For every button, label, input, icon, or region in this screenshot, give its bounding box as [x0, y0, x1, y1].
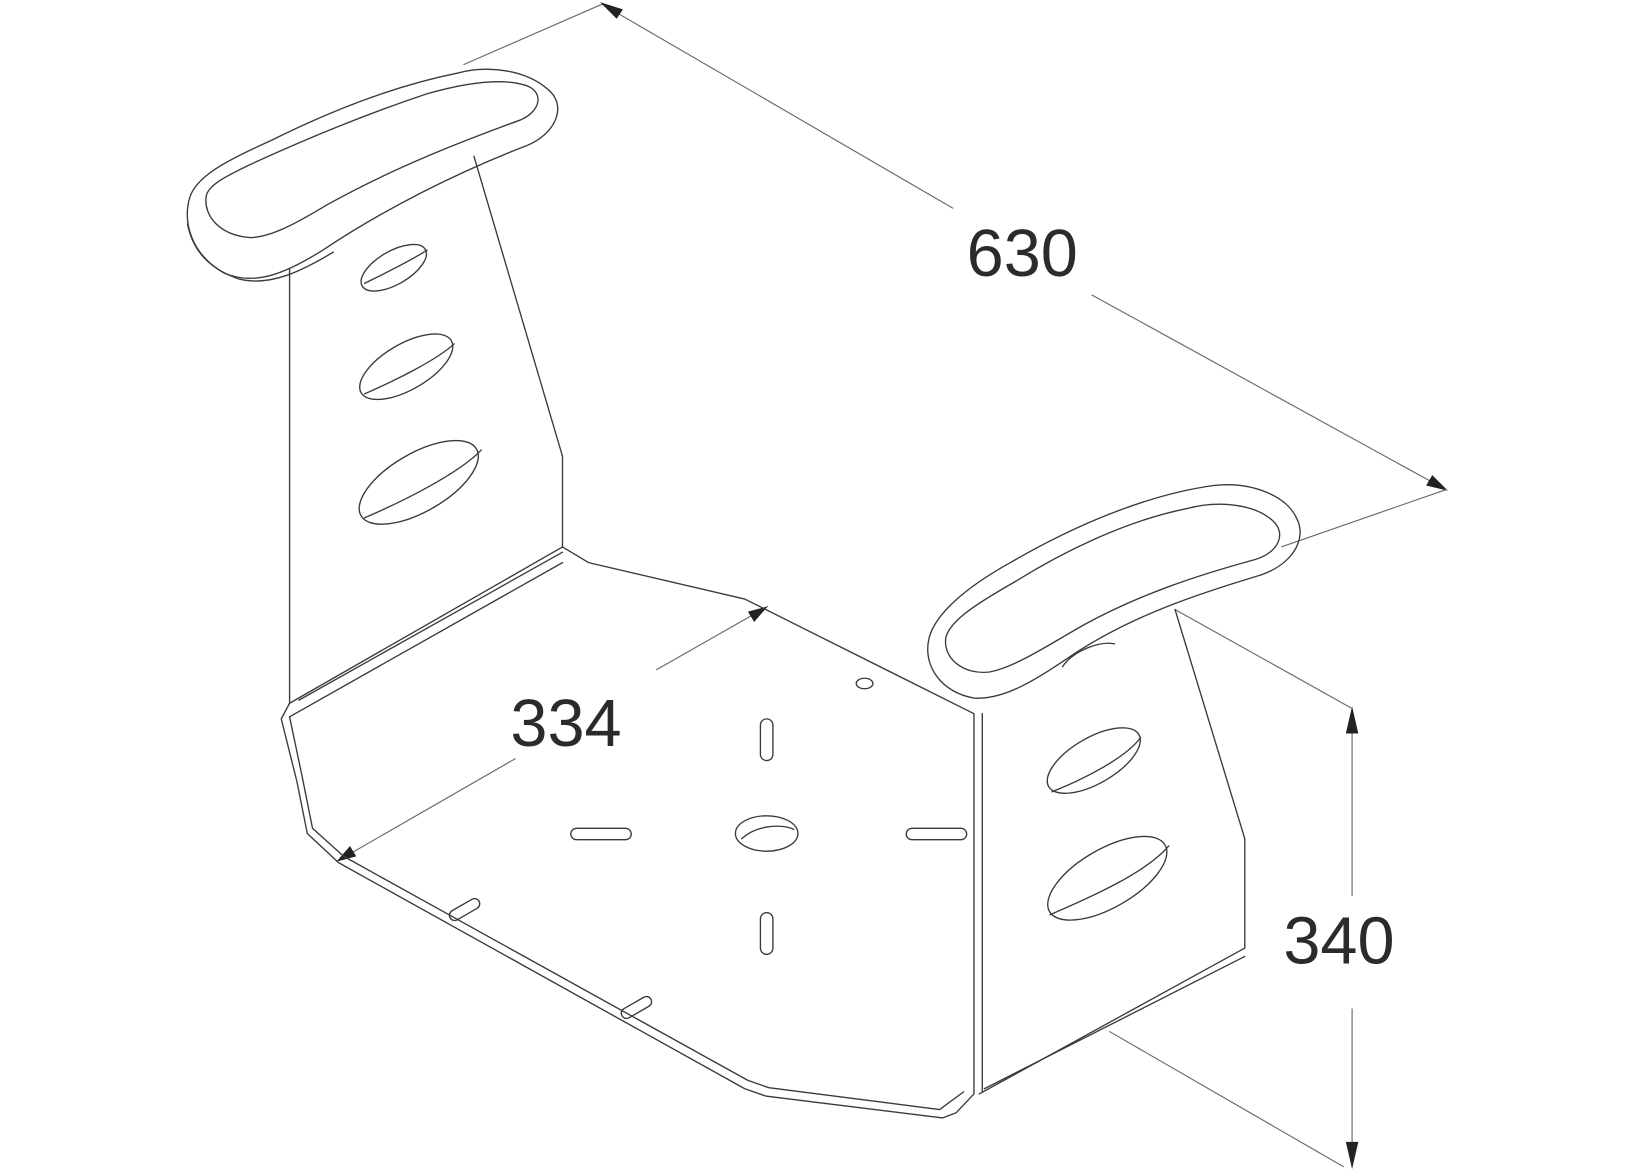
arrowhead-icon — [747, 606, 768, 622]
dimension-630: 630 — [463, 2, 1448, 548]
arrowhead-icon — [336, 845, 357, 862]
base-plate — [280, 546, 975, 1119]
arrowhead-icon — [1426, 475, 1448, 491]
right-armrest — [927, 484, 1301, 699]
arrowhead-icon — [1345, 706, 1359, 734]
dimension-label-height: 340 — [1283, 905, 1394, 979]
right-side-plate — [978, 608, 1246, 1095]
arrowhead-icon — [1345, 1141, 1359, 1169]
dimension-label-width: 334 — [510, 687, 621, 761]
dimension-340: 340 — [1109, 608, 1395, 1169]
left-armrest — [186, 68, 559, 282]
arrowhead-icon — [600, 2, 623, 19]
dimension-label-length: 630 — [967, 217, 1078, 291]
dimension-334: 334 — [336, 605, 768, 863]
left-side-plate — [288, 155, 564, 704]
